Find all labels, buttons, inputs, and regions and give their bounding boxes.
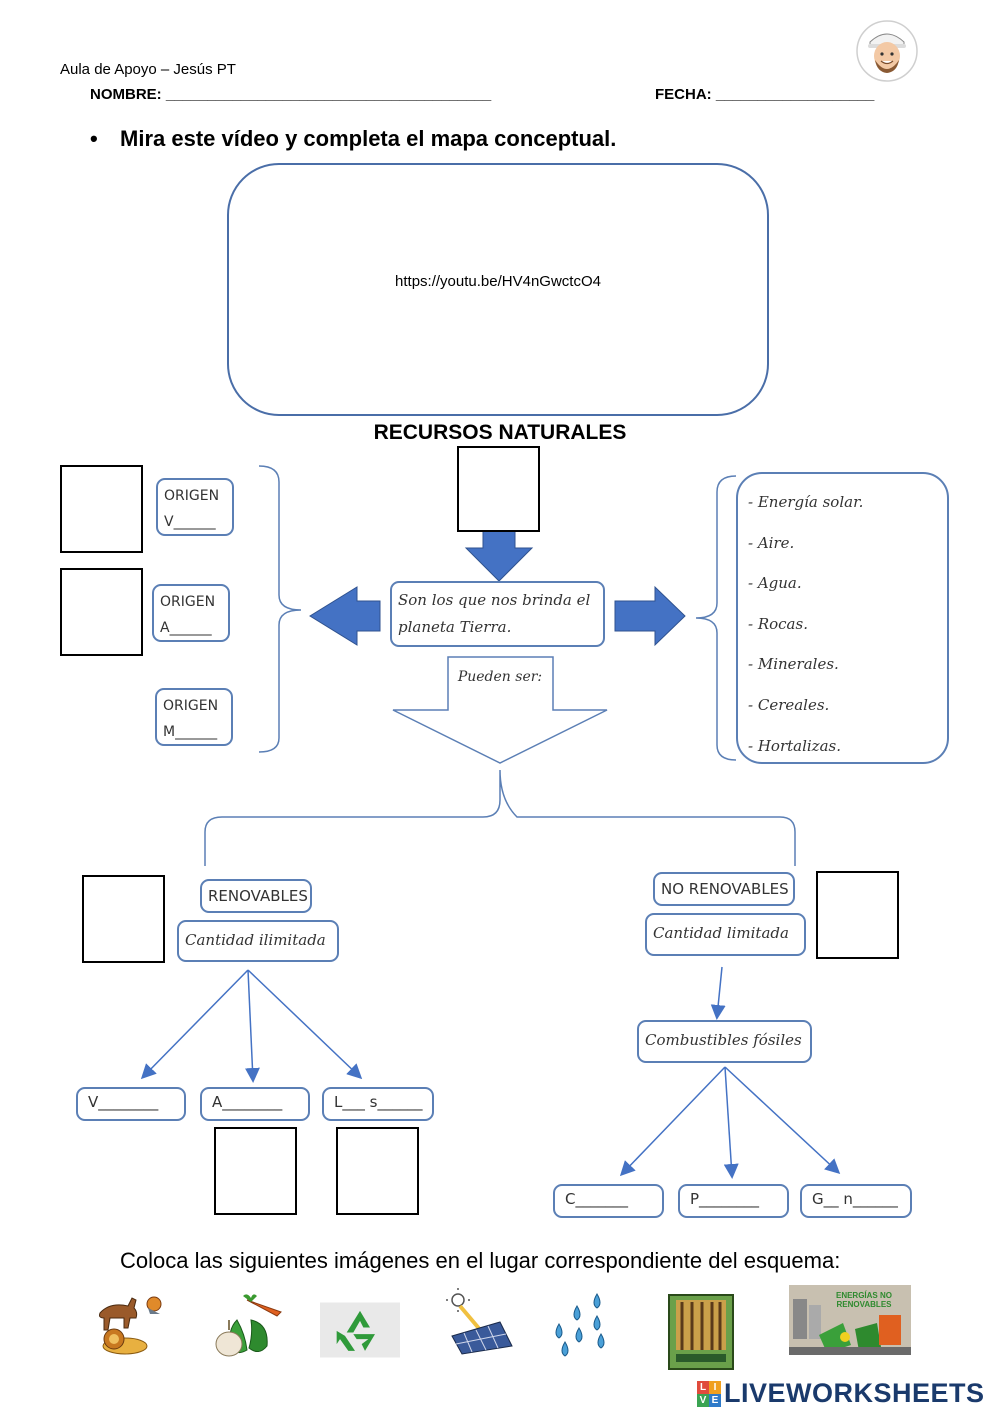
pueden-ser-arrow — [392, 656, 608, 764]
arrow-to-p — [723, 1066, 739, 1179]
arrow-to-l — [247, 969, 363, 1080]
date-field[interactable]: FECHA: ___________________ — [655, 86, 875, 103]
forest-icon[interactable] — [668, 1294, 734, 1370]
renewable-blank-a[interactable]: A________ — [200, 1087, 310, 1121]
renewable-title: RENOVABLES — [200, 879, 312, 913]
origin-blank[interactable]: A______ — [160, 620, 212, 636]
logo-badge-letter: E — [709, 1393, 721, 1407]
origin-title: ORIGEN — [164, 488, 220, 504]
non-renewable-energy-caption: ENERGÍAS NO RENOVABLES — [835, 1291, 892, 1309]
map-title: RECURSOS NATURALES — [373, 421, 627, 444]
animals-icon[interactable] — [90, 1288, 170, 1358]
drop-zone-non-renewable[interactable] — [816, 871, 899, 959]
origin-box-v: ORIGEN V______ — [156, 478, 234, 536]
non-renewable-subtitle: Cantidad limitada — [645, 913, 806, 956]
origin-box-m: ORIGEN M______ — [155, 688, 233, 746]
water-drops-icon[interactable] — [545, 1290, 625, 1360]
non-renewable-blank-p[interactable]: P________ — [678, 1184, 789, 1218]
list-item: - Agua. — [748, 574, 802, 593]
list-item: - Aire. — [748, 533, 795, 552]
school-name: Aula de Apoyo – Jesús PT — [60, 61, 236, 78]
teacher-avatar-icon — [856, 20, 918, 82]
list-item: - Cereales. — [748, 695, 830, 714]
arrow-to-a — [244, 969, 260, 1083]
non-renewable-title: NO RENOVABLES — [653, 872, 795, 906]
arrow-to-c — [619, 1066, 726, 1177]
logo-badge-letter: V — [697, 1393, 709, 1407]
down-block-arrow — [464, 530, 534, 582]
right-block-arrow — [614, 585, 686, 647]
drop-zone-renewable[interactable] — [82, 875, 165, 963]
examples-list: - Energía solar. - Aire. - Agua. - Rocas… — [736, 472, 949, 764]
origin-box-a: ORIGEN A______ — [152, 584, 230, 642]
solar-panel-icon[interactable] — [442, 1288, 522, 1358]
right-bracket — [695, 475, 737, 761]
video-url-link[interactable]: https://youtu.be/HV4nGwctcO4 — [395, 273, 601, 290]
drop-zone-renewable-l[interactable] — [336, 1127, 419, 1215]
list-item: - Minerales. — [748, 655, 839, 674]
split-bracket — [204, 769, 796, 866]
non-renewable-blank-g[interactable]: G__ n______ — [800, 1184, 912, 1218]
liveworksheets-logo: L I V E LIVEWORKSHEETS — [697, 1378, 985, 1409]
list-item: - Rocas. — [748, 614, 808, 633]
left-bracket — [258, 465, 302, 753]
images-instruction: Coloca las siguientes imágenes en el lug… — [120, 1248, 841, 1273]
origin-blank[interactable]: V______ — [164, 514, 216, 530]
origin-title: ORIGEN — [160, 594, 216, 610]
list-item: - Energía solar. — [748, 493, 864, 511]
vegetables-icon[interactable] — [207, 1290, 287, 1360]
logo-badge-letter: I — [709, 1380, 721, 1394]
list-item: - Hortalizas. — [748, 736, 841, 755]
logo-text: LIVEWORKSHEETS — [724, 1378, 985, 1408]
fossil-fuels-label: Combustibles fósiles — [637, 1020, 812, 1063]
drop-zone-origin-vegetal[interactable] — [60, 465, 143, 553]
left-block-arrow — [309, 586, 381, 646]
instruction: • Mira este vídeo y completa el mapa conc… — [90, 126, 616, 152]
drop-zone-origin-animal[interactable] — [60, 568, 143, 656]
pueden-ser-label: Pueden ser: — [457, 669, 543, 685]
origin-blank[interactable]: M______ — [163, 724, 218, 740]
logo-badge-letter: L — [697, 1380, 709, 1394]
logo-badge-icon: L I V E — [697, 1380, 721, 1407]
arrow-to-fossil — [710, 966, 726, 1020]
arrow-to-g — [724, 1066, 841, 1175]
arrow-to-v — [140, 969, 249, 1080]
origin-title: ORIGEN — [163, 698, 219, 714]
renewable-blank-l[interactable]: L___ s______ — [322, 1087, 434, 1121]
name-field[interactable]: NOMBRE: ________________________________… — [90, 86, 492, 103]
drop-zone-top[interactable] — [457, 446, 540, 532]
recycle-icon[interactable] — [320, 1295, 400, 1365]
center-definition: Son los que nos brinda el planeta Tierra… — [390, 581, 605, 647]
bullet-icon: • — [90, 126, 98, 151]
video-frame[interactable] — [227, 163, 769, 416]
instruction-text: Mira este vídeo y completa el mapa conce… — [120, 126, 617, 151]
renewable-blank-v[interactable]: V________ — [76, 1087, 186, 1121]
renewable-subtitle: Cantidad ilimitada — [177, 920, 339, 962]
non-renewable-energy-icon[interactable]: ENERGÍAS NO RENOVABLES — [789, 1285, 911, 1355]
drop-zone-renewable-a[interactable] — [214, 1127, 297, 1215]
non-renewable-blank-c[interactable]: C_______ — [553, 1184, 664, 1218]
